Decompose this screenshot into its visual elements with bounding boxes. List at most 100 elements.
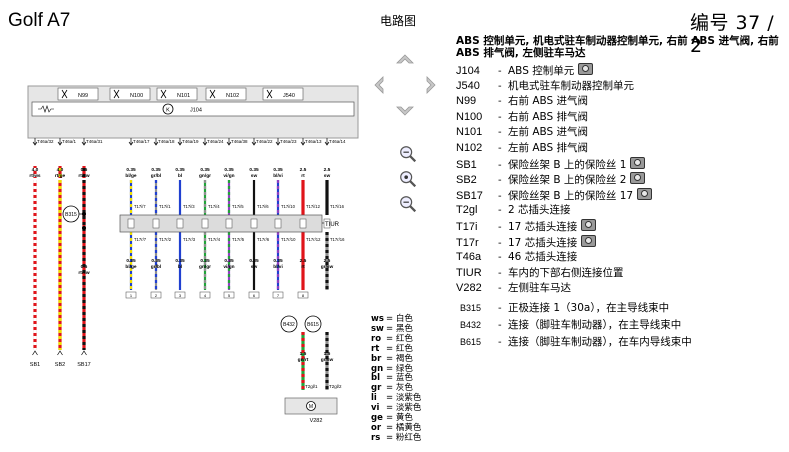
color-abbr: or [371,422,382,433]
nav-left-icon[interactable] [372,74,394,96]
wire-gauge: 0.35 [126,258,136,264]
legend-dash: - [498,190,502,202]
connector-pin-label: T17r/4 [208,237,221,242]
reference-box [150,291,162,299]
wire-color-code: bl/ge [125,173,137,179]
wire-gauge: 0.35 [200,167,210,173]
color-abbr: sw [371,323,384,334]
legend-item: SB17 -保险丝架 B 上的保险丝 17 [456,187,786,204]
color-abbr: br [371,353,382,364]
page-number: 编号 37 / 2 [690,12,775,57]
reference-label: 1 [130,293,133,298]
reference-label: 2 [155,293,158,298]
color-name: = 绿色 [386,363,413,374]
legend-code: SB2 [456,174,477,187]
zoom-in-icon[interactable] [398,194,418,214]
legend-description: 保险丝架 B 上的保险丝 17 [508,189,634,202]
valve-coil-icon [113,89,120,99]
wire-gauge: 0.35 [151,258,161,264]
zoom-out-icon[interactable] [398,144,418,164]
pin-arrow-icon [57,141,63,146]
nav-down-icon[interactable] [394,96,416,118]
legend-item: J104-ABS 控制单元 [456,63,786,79]
nav-up-icon[interactable] [394,52,416,74]
connector-pin-box [250,218,258,229]
nav-right-icon[interactable] [416,74,438,96]
connector-pin-label: T17i/16 [330,204,345,209]
legend-item: T17i-17 芯插头连接 [456,218,786,235]
legend-item: SB2-保险丝架 B 上的保险丝 2 [456,172,786,188]
wire-gauge: 0.35 [249,258,259,264]
legend-description: 连接（脚驻车制动器），在主导线束中 [508,318,682,331]
legend-dash: - [498,252,502,264]
wire-gauge: 0.35 [126,167,136,173]
wire-color-code: gr/bl [151,264,161,270]
legend-dash: - [498,96,502,108]
legend-dash: - [498,319,502,331]
wire-gauge: 2.5 [300,258,307,264]
legend-item: T46a-46 芯插头连接 [456,250,786,266]
legend-code: T17r [456,236,479,249]
reference-label: 7 [277,293,280,298]
pin-arrow-icon [226,141,232,146]
camera-icon[interactable] [630,172,646,185]
connector-pin-label: T17r/5 [232,237,245,242]
camera-icon[interactable] [581,218,597,231]
legend-dash: - [498,237,502,249]
legend-item: N99-右前 ABS 进气阀 [456,94,786,110]
legend-item: B615-连接（脚驻车制动器），在车内导线束中 [456,334,786,351]
wire-color-code: gr/sw [321,264,334,270]
connector-pin-label: T17r/3 [183,237,196,242]
color-key-entry: rt= 红色 [371,344,421,355]
connector-pin-box [299,218,307,229]
legend-description: 左前 ABS 进气阀 [508,126,589,139]
connector-pin-label: T17r/6 [257,237,270,242]
pin-label: T46a/13 [305,139,322,144]
valve-coil-icon [160,89,167,99]
wire-layer [32,150,329,390]
legend-code: J540 [456,79,480,92]
legend-item: V282-左侧驻车马达 [456,281,786,297]
motor-pin-label: T2gl/1 [305,384,318,389]
connector-pin-label: T17i/3 [183,204,195,209]
fuse-label: SB1 [30,362,40,368]
connector-pin-label: T17r/2 [159,237,172,242]
legend-code: B615 [460,336,482,347]
reference-box [199,291,211,299]
color-name: = 黄色 [386,413,413,424]
legend-dash: - [498,66,502,77]
pin-arrow-icon [128,141,134,146]
legend-description: 正极连接 1（30a），在主导线束中 [508,301,670,314]
camera-icon[interactable] [637,187,653,200]
color-abbr: li [371,393,377,404]
pin-label: T46a/17 [133,139,150,144]
legend-item: SB1-保险丝架 B 上的保险丝 1 [456,156,786,173]
color-abbr: gr [371,383,382,394]
wire-color-code: sw [251,174,258,179]
legend-code: N101 [456,126,483,139]
wire-color-code: vi/gn [223,264,234,270]
legend-description: 左侧驻车马达 [508,282,571,295]
pin-label: T46a/23 [280,139,297,144]
wire-color-code: gn/gr [199,173,211,179]
legend-code: B432 [460,319,482,330]
camera-icon[interactable] [630,156,646,169]
legend-description: 右前 ABS 进气阀 [508,95,589,108]
camera-icon[interactable] [578,63,594,75]
legend-description: 机电式驻车制动器控制单元 [508,79,634,92]
wire-gauge: 0.35 [175,167,185,173]
pin-arrow-icon [153,141,159,146]
zoom-fit-icon[interactable] [398,169,418,189]
wire-gauge: 0.35 [273,258,283,264]
wire-color-code: sw [324,174,331,179]
legend-code: SB17 [456,189,483,202]
component-label: J540 [283,93,295,99]
valve-box [57,87,99,101]
camera-icon[interactable] [581,234,597,247]
color-key-entry: vi= 淡紫色 [371,403,421,414]
legend-dash: - [498,175,502,187]
fuse-label: SB17 [77,362,90,368]
wire-color-code: bl [178,173,182,179]
